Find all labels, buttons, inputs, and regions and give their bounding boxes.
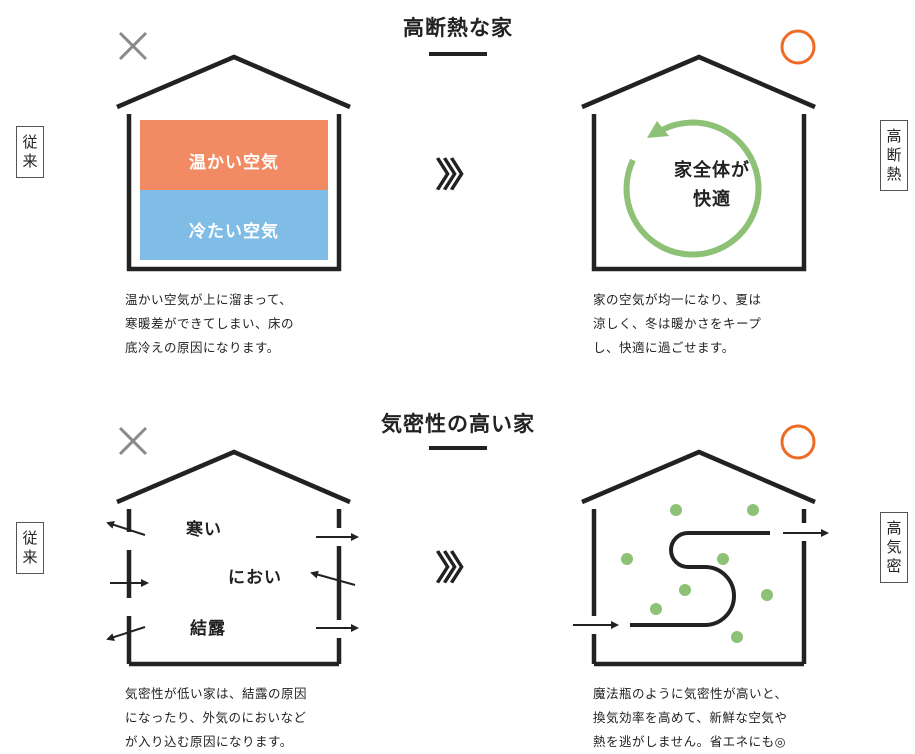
comfort-center-text: 家全体が 快適 [647,156,777,214]
arrow-chevrons-2: 〉〉〉 [435,549,483,589]
arrow-chevrons-1: 〉〉〉 [435,156,483,196]
section1-title: 高断熱な家 [403,16,513,40]
caption-conventional-airtight: 気密性が低い家は、結露の原因 になったり、外気のにおいなど が入り込む原因になり… [125,686,308,749]
circulation-arrow-ring [623,119,762,258]
side-label-char: 従 [22,133,38,151]
section1-title-underline [429,52,487,56]
section2-title: 気密性の高い家 [381,412,535,436]
house-roof [116,449,351,505]
leak-arrow-icon [310,570,356,586]
word-condensation: 結露 [190,619,226,639]
side-label-char: 来 [22,548,38,566]
cold-air-layer [140,190,328,260]
air-particle-dot [621,553,633,565]
side-label-high-airtight: 高 気 密 [880,512,908,583]
caption-high-insulation: 家の空気が均一になり、夏は 涼しく、冬は暖かさをキープ し、快適に過ごせます。 [593,292,762,355]
side-label-char: 来 [22,152,38,170]
house-conventional-airtight [106,426,359,667]
caption-high-airtight: 魔法瓶のように気密性が高いと、 換気効率を高めて、新鮮な空気や 熱を逃がしません… [593,686,788,749]
house-roof [581,449,816,505]
side-label-high-insulation: 高 断 熱 [880,120,908,191]
word-cold: 寒い [186,520,222,540]
side-label-char: 熱 [886,165,902,183]
air-particle-dot [761,589,773,601]
cold-air-label: 冷たい空気 [189,222,279,242]
house-conventional-insulation [116,31,351,272]
air-particle-dot [679,584,691,596]
house-wall [126,114,342,272]
cross-mark-icon [118,426,148,456]
side-label-conventional-1: 従 来 [16,126,44,178]
air-particle-dot [650,603,662,615]
ventilation-airflow-path [630,531,770,627]
leak-arrow-icon [106,626,146,641]
side-label-char: 従 [22,529,38,547]
warm-air-layer [140,120,328,190]
circulation-arrowhead-icon [647,121,669,138]
cross-mark-icon [118,31,148,61]
side-label-char: 気 [886,538,902,556]
air-particle-dot [670,504,682,516]
house-roof [581,54,816,110]
caption-conventional-insulation: 温かい空気が上に溜まって、 寒暖差ができてしまい、床の 底冷えの原因になります。 [125,292,295,355]
section2-title-underline [429,446,487,450]
comfort-line-2: 快適 [693,189,731,210]
house-wall [591,114,807,272]
side-label-char: 高 [886,127,902,145]
word-smell: におい [228,568,282,588]
side-label-conventional-2: 従 来 [16,522,44,574]
circle-mark-icon [780,424,816,460]
air-particle-dot [731,631,743,643]
house-high-insulation [581,29,816,272]
house-roof [116,54,351,110]
circle-mark-icon [780,29,816,65]
warm-air-label: 温かい空気 [189,153,279,173]
air-particle-dot [747,504,759,516]
comfort-line-1: 家全体が [674,160,750,181]
leak-arrow-icon [106,521,146,536]
house-high-airtight [573,424,829,667]
side-label-char: 断 [886,146,902,164]
side-label-char: 密 [886,557,902,575]
air-particle-dot [717,553,729,565]
side-label-char: 高 [886,519,902,537]
